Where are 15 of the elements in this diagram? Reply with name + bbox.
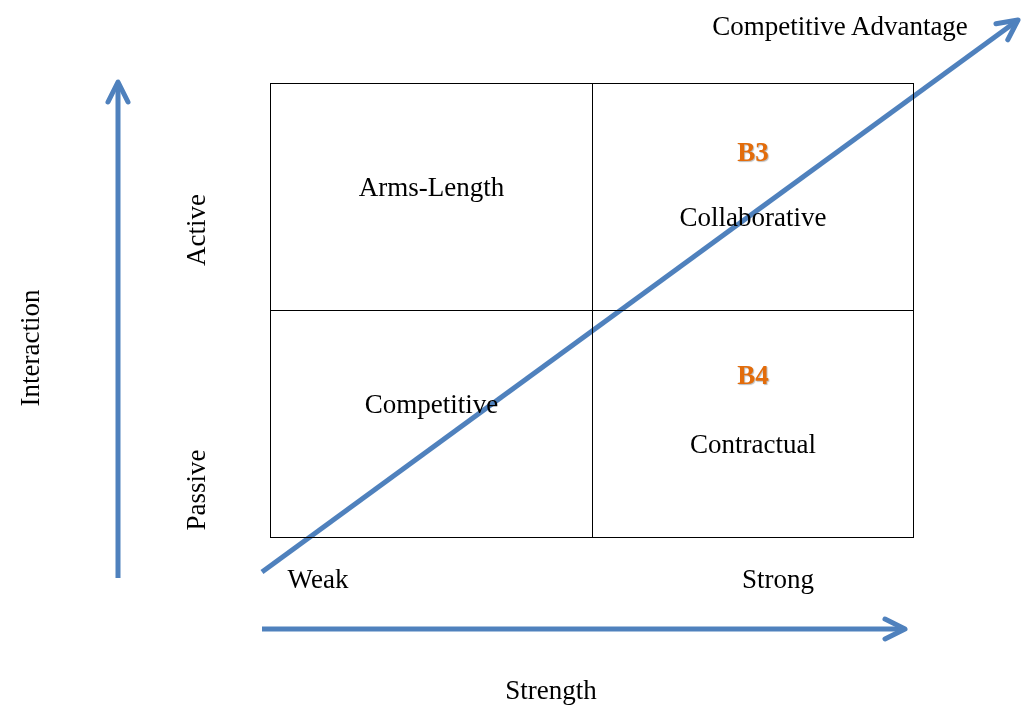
axis-level-label: Passive bbox=[180, 449, 212, 531]
axis-title: Strength bbox=[505, 674, 597, 706]
matrix-cell bbox=[270, 83, 593, 311]
axis-level-label: Strong bbox=[742, 563, 814, 595]
quadrant-code: B3 bbox=[737, 137, 769, 168]
arrow-label: Competitive Advantage bbox=[712, 10, 968, 42]
quadrant-label: Contractual bbox=[690, 429, 816, 460]
axis-title: Interaction bbox=[14, 289, 46, 407]
matrix-cell bbox=[270, 310, 593, 538]
quadrant-label: Arms-Length bbox=[358, 171, 505, 203]
matrix-cell bbox=[592, 310, 914, 538]
axis-level-label: Weak bbox=[287, 563, 349, 595]
quadrant-code: B4 bbox=[737, 360, 769, 391]
axis-level-label: Active bbox=[180, 194, 212, 266]
matrix-cell bbox=[592, 83, 914, 311]
